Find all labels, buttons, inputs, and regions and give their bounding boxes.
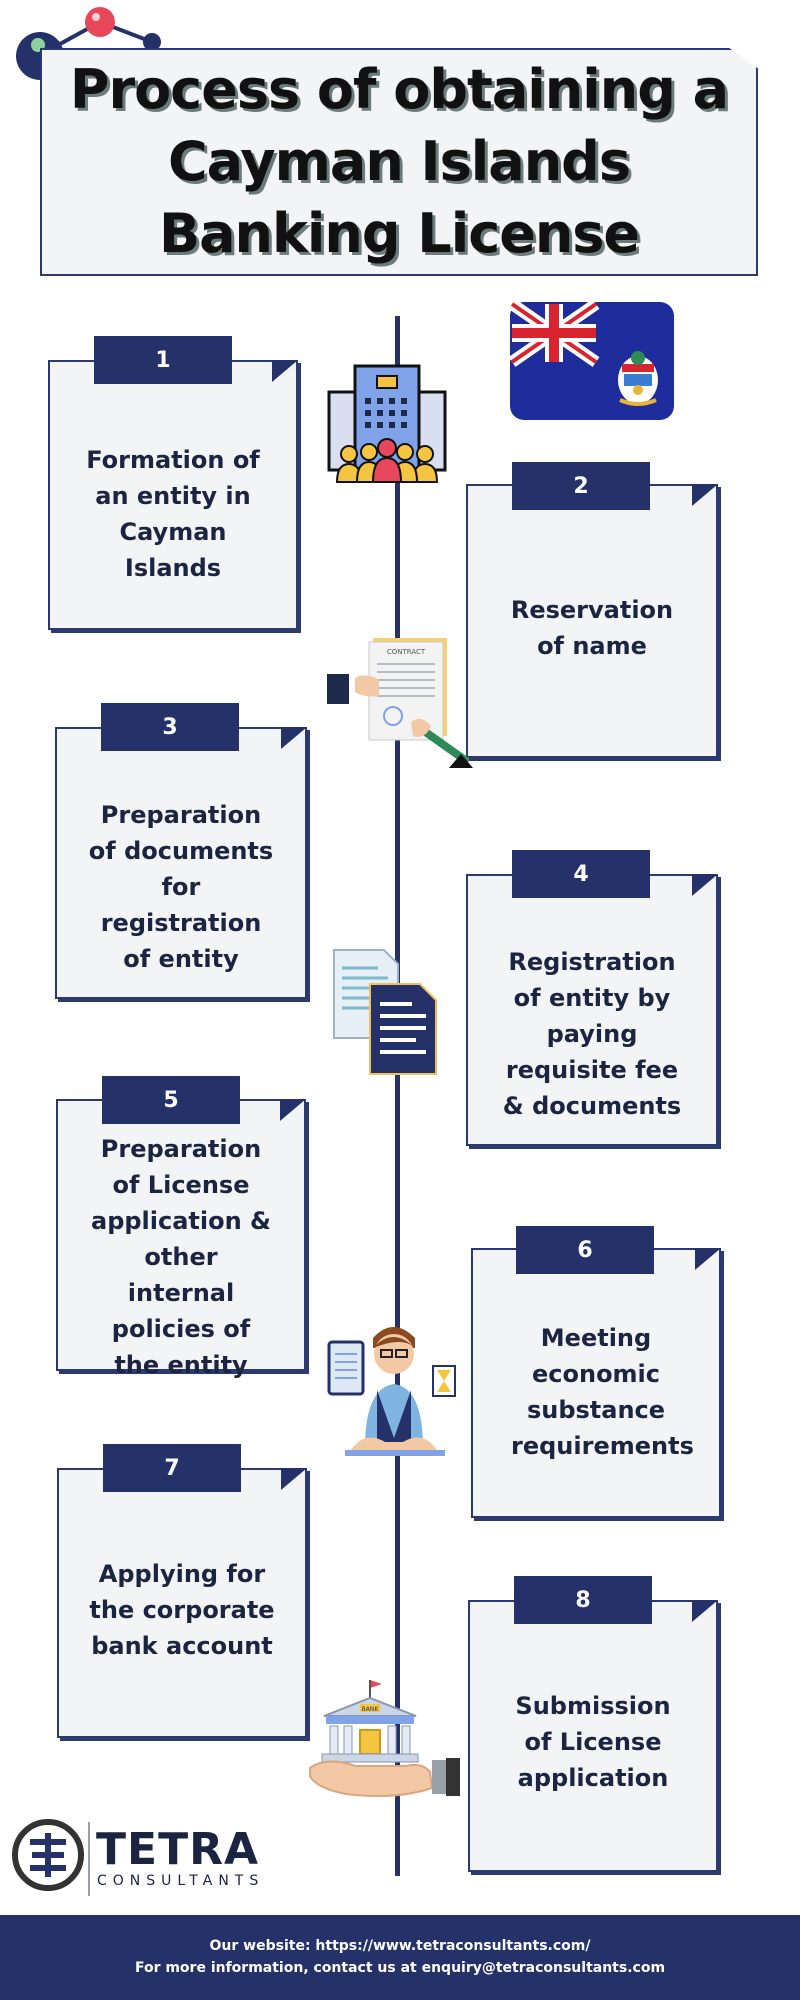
step-card-7: Applying for the corporate bank account: [57, 1468, 307, 1738]
contract-signing-icon: CONTRACT: [327, 638, 473, 768]
logo-divider: [88, 1822, 90, 1896]
bank-label: BANK: [362, 1706, 380, 1713]
step-card-1: Formation of an entity in Cayman Islands: [48, 360, 298, 630]
timeline-line: [395, 316, 400, 1876]
step-text: Preparation of documents for registratio…: [88, 801, 274, 973]
step-card-2: Reservation of name: [466, 484, 718, 758]
step-text: Reservation of name: [510, 596, 674, 660]
step-text: Formation of an entity in Cayman Islands: [86, 446, 260, 582]
step-number-badge: 3: [101, 703, 239, 751]
step-number-badge: 5: [102, 1076, 240, 1124]
step-number-badge: 4: [512, 850, 650, 898]
bank-in-hand-icon: BANK: [309, 1680, 460, 1797]
step-text: Submission of License application: [515, 1692, 671, 1792]
step-card-4: Registration of entity by paying requisi…: [466, 874, 718, 1146]
step-card-3: Preparation of documents for registratio…: [55, 727, 307, 999]
step-number-badge: 8: [514, 1576, 652, 1624]
logo-subtitle: CONSULTANTS: [97, 1873, 265, 1889]
footer-contact[interactable]: For more information, contact us at enqu…: [134, 1960, 666, 1976]
consultant-person-icon: [327, 1327, 456, 1456]
step-text: Meeting economic substance requirements: [511, 1324, 694, 1460]
contract-label: CONTRACT: [387, 648, 426, 656]
step-number-badge: 7: [103, 1444, 241, 1492]
step-card-5: Preparation of License application & oth…: [56, 1099, 306, 1379]
step-text: Applying for the corporate bank account: [89, 1560, 275, 1660]
page-title: Process of obtaining a Cayman Islands Ba…: [69, 58, 729, 265]
step-number-badge: 2: [512, 462, 650, 510]
step-number-badge: 6: [516, 1226, 654, 1274]
footer-website[interactable]: Our website: https://www.tetraconsultant…: [209, 1938, 591, 1954]
step-card-6: Meeting economic substance requirements: [471, 1248, 721, 1518]
step-text: Registration of entity by paying requisi…: [502, 948, 682, 1120]
logo-name: TETRA: [96, 1824, 260, 1875]
title-card: Process of obtaining a Cayman Islands Ba…: [40, 48, 758, 276]
office-building-people-icon: [327, 364, 447, 483]
step-text: Preparation of License application & oth…: [91, 1135, 271, 1379]
tetra-logo-icon: [12, 1819, 84, 1891]
footer-bar: Our website: https://www.tetraconsultant…: [0, 1915, 800, 2000]
step-number-badge: 1: [94, 336, 232, 384]
cayman-flag-icon: [510, 302, 674, 420]
step-card-8: Submission of License application: [468, 1600, 718, 1872]
documents-icon: [333, 949, 437, 1075]
